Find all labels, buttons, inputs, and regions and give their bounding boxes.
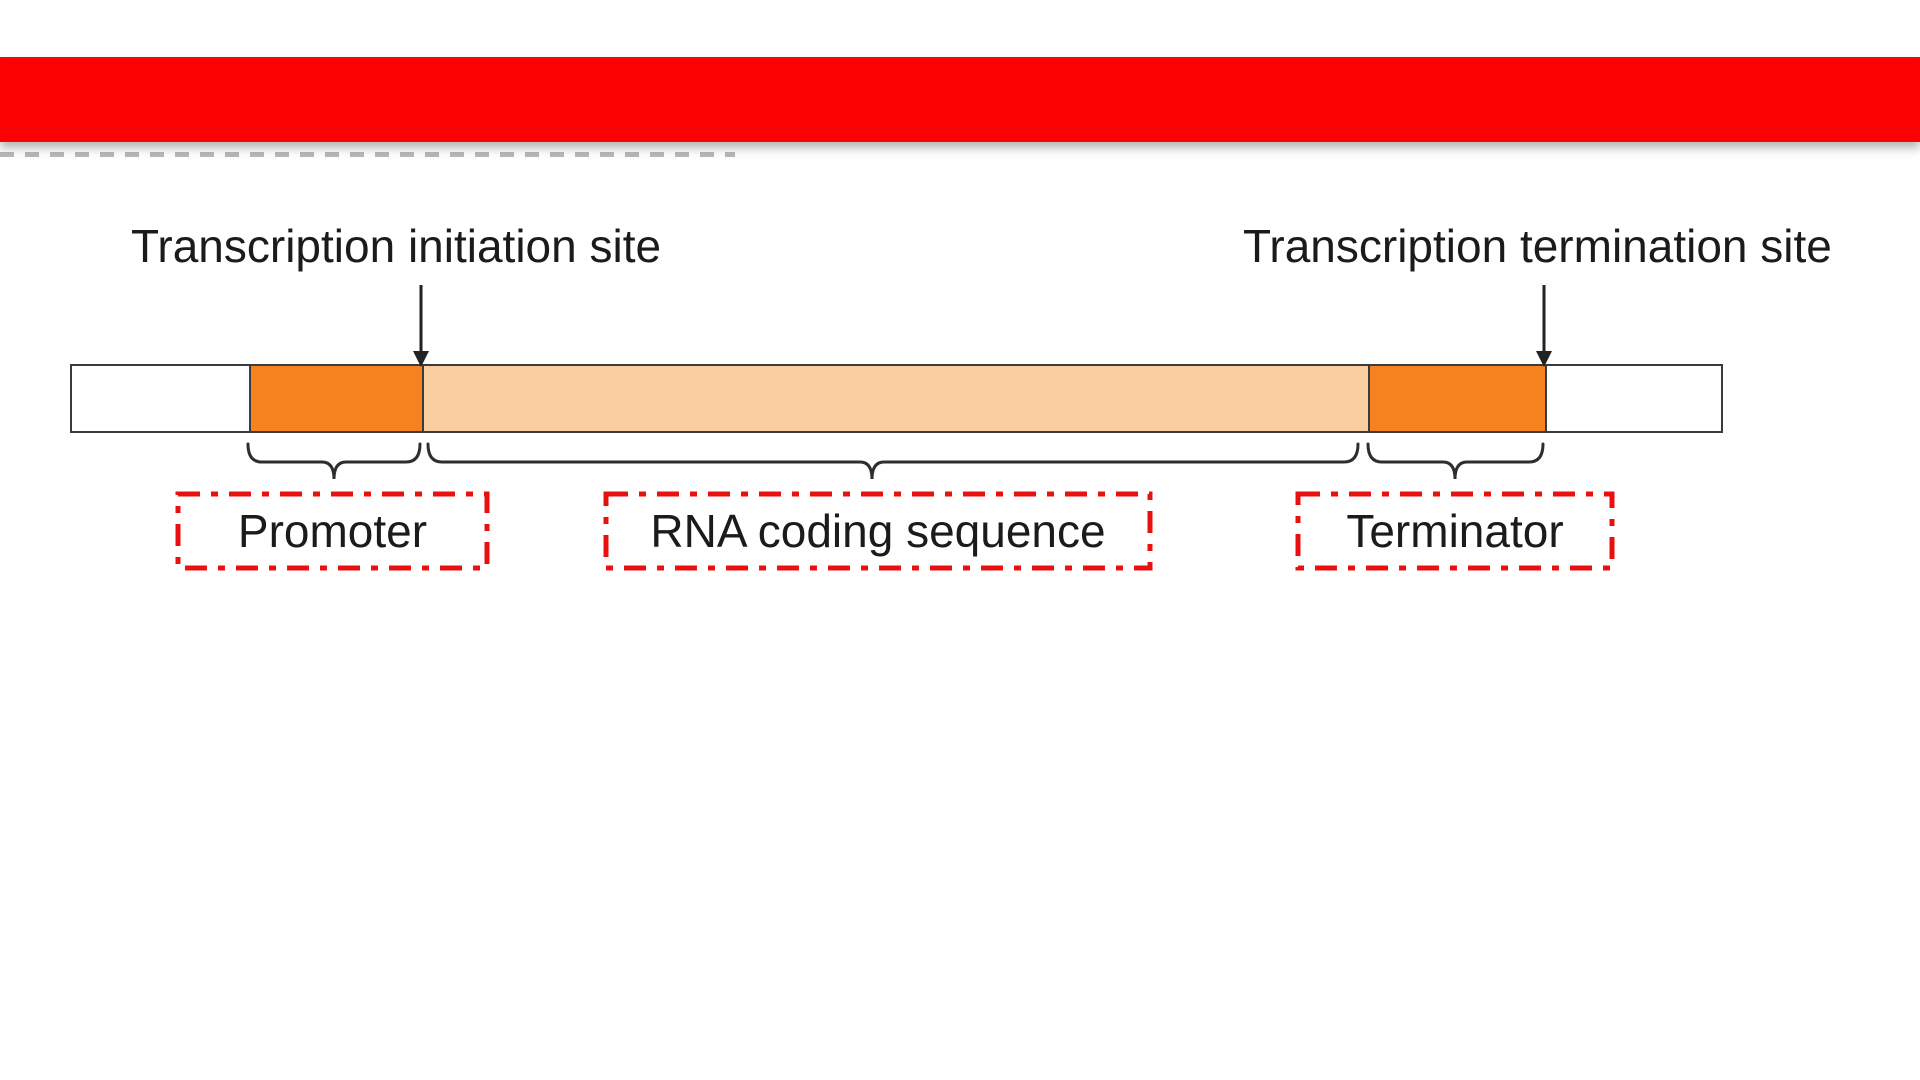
faint-dashed-line [0,152,735,157]
terminator-label-box: Terminator [1298,494,1612,568]
promoter-label-box: Promoter [178,494,487,568]
terminator-brace [1366,442,1545,480]
rna-coding-brace [426,442,1360,480]
promoter-label: Promoter [237,505,428,557]
termination-arrow [1536,285,1552,367]
rna-coding-label: RNA coding sequence [650,505,1106,557]
red-banner [0,57,1920,142]
upstream-flank-segment [72,366,249,431]
terminator-segment [1368,366,1545,431]
promoter-segment [249,366,422,431]
rna-coding-label-box: RNA coding sequence [606,494,1150,568]
terminator-label: Terminator [1346,505,1564,557]
termination-site-label: Transcription termination site [1243,220,1832,272]
initiation-site-label: Transcription initiation site [131,220,662,272]
gene-bar [70,364,1723,433]
downstream-flank-segment [1545,366,1721,431]
initiation-arrow [413,285,429,367]
promoter-brace [246,442,422,480]
rna-coding-segment [422,366,1368,431]
